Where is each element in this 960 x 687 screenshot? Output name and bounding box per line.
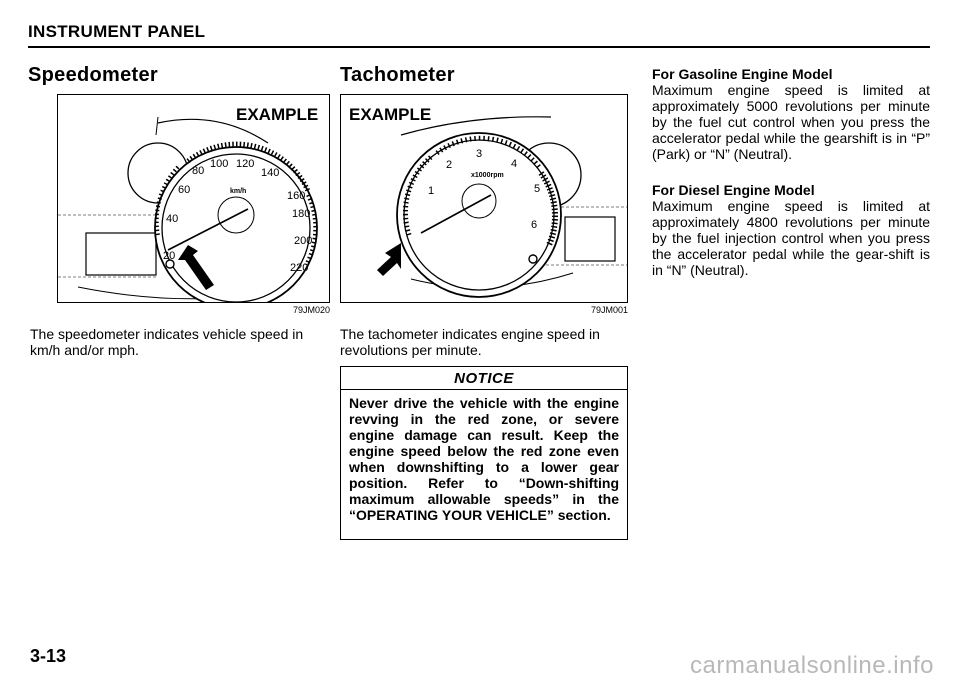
notice-heading: NOTICE (341, 367, 627, 390)
gasoline-heading: For Gasoline Engine Model (652, 66, 833, 82)
speedo-tick-180: 180 (292, 208, 310, 220)
notice-box: NOTICE Never drive the vehicle with the … (340, 366, 628, 540)
speedo-tick-100: 100 (210, 158, 228, 170)
engine-speed-limits: For Gasoline Engine Model Maximum engine… (652, 66, 930, 278)
site-watermark: carmanualsonline.info (690, 652, 934, 679)
speedometer-figure: 20 40 60 80 100 120 140 160 180 200 220 … (57, 94, 330, 303)
arrow-pointer-icon (178, 245, 214, 290)
tacho-tick-1: 1 (428, 185, 434, 197)
speedometer-title: Speedometer (28, 64, 159, 86)
tachometer-description: The tachometer indicates engine speed in… (340, 326, 600, 358)
speedometer-example-label: EXAMPLE (234, 105, 321, 125)
speedo-unit-label: km/h (230, 188, 246, 195)
page-number: 3-13 (30, 646, 67, 666)
tachometer-figure-code: 79JM001 (590, 305, 628, 315)
speedo-tick-20: 20 (163, 250, 175, 262)
tachometer-title: Tachometer (340, 64, 455, 86)
speedo-tick-140: 140 (261, 167, 279, 179)
speedometer-needle (167, 208, 249, 251)
diesel-body: Maximum engine speed is limited at appro… (652, 198, 930, 278)
speedo-tick-220: 220 (290, 262, 308, 274)
tachometer-illustration: 1 2 3 4 5 6 x1000rpm (377, 116, 627, 298)
notice-body: Never drive the vehicle with the engine … (349, 395, 619, 523)
tachometer-figure: 1 2 3 4 5 6 x1000rpm EXAMPLE (340, 94, 628, 303)
header-rule (28, 46, 930, 48)
tacho-tick-6: 6 (531, 219, 537, 231)
speedo-tick-40: 40 (166, 213, 178, 225)
speedometer-illustration: 20 40 60 80 100 120 140 160 180 200 220 … (58, 116, 318, 302)
page-header: INSTRUMENT PANEL (28, 22, 206, 41)
gasoline-body: Maximum engine speed is limited at appro… (652, 82, 930, 162)
tacho-tick-5: 5 (534, 183, 540, 195)
tacho-tick-4: 4 (511, 158, 517, 170)
speedo-tick-60: 60 (178, 184, 190, 196)
speedo-tick-80: 80 (192, 165, 204, 177)
tacho-knob-icon (528, 254, 538, 264)
tacho-tick-2: 2 (446, 159, 452, 171)
tacho-tick-3: 3 (476, 148, 482, 160)
speedo-tick-120: 120 (236, 158, 254, 170)
arrow-pointer-tacho-icon (377, 243, 401, 276)
speedometer-description: The speedometer indicates vehicle speed … (30, 326, 304, 358)
speedo-tick-160: 160 (287, 190, 305, 202)
speedo-tick-200: 200 (294, 235, 312, 247)
tachometer-example-label: EXAMPLE (347, 105, 434, 125)
speedometer-figure-code: 79JM020 (292, 305, 330, 315)
trip-knob-icon (165, 259, 175, 269)
diesel-heading: For Diesel Engine Model (652, 182, 815, 198)
tachometer-needle (420, 194, 492, 234)
tacho-unit-label: x1000rpm (471, 172, 504, 179)
